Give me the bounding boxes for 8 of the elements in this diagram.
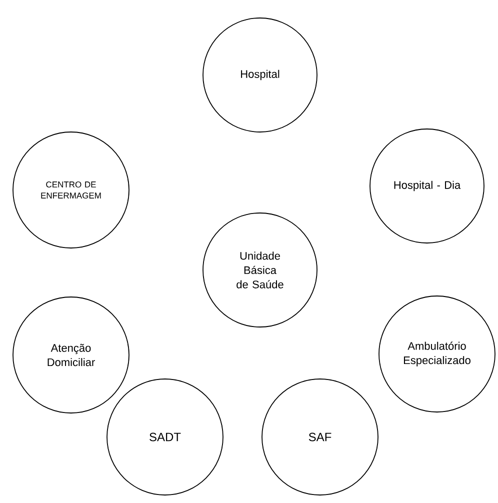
circle-node: SAF <box>262 378 378 496</box>
circle-node: SADT <box>106 378 224 496</box>
circle-node: Hospital <box>202 18 318 132</box>
circle-node: Atenção Domiciliar <box>12 296 130 414</box>
circle-node: CENTRO DE ENFERMAGEM <box>12 132 130 248</box>
circle-node: Ambulatório Especializado <box>378 296 496 412</box>
circle-node: Unidade Básica de Saúde <box>202 212 318 328</box>
circle-node: Hospital - Dia <box>370 128 484 244</box>
